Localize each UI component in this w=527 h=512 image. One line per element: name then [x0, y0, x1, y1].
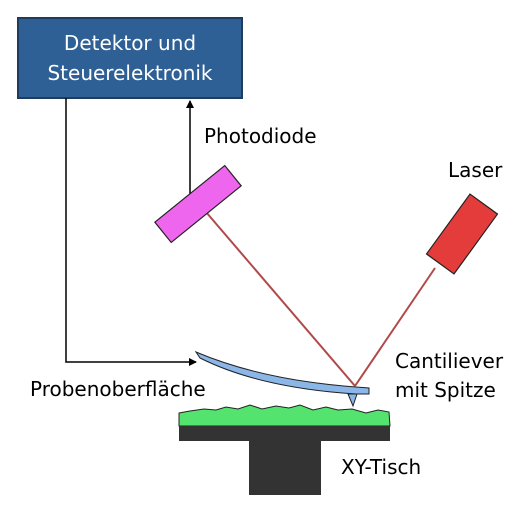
cantilever-label-line2: mit Spitze	[395, 378, 496, 402]
sample-surface-label: Probenoberfläche	[30, 377, 206, 401]
laser-beam-reflected	[199, 204, 356, 387]
feedback-signal-arrow	[65, 98, 197, 366]
stage-icon	[179, 426, 390, 495]
cantilever-label-line1: Cantiliever	[395, 349, 504, 373]
stage-label: XY-Tisch	[341, 455, 421, 479]
laser-icon	[425, 193, 499, 275]
photodiode-label: Photodiode	[204, 124, 317, 148]
controller-box-rect	[17, 17, 243, 99]
controller-label-line2: Steuerelektronik	[47, 61, 212, 85]
controller-label-line1: Detektor und	[64, 31, 196, 55]
laser-beam-incident	[354, 267, 436, 387]
controller-box: Detektor und Steuerelektronik	[17, 17, 243, 99]
photodiode-icon	[154, 164, 242, 244]
sample-surface-icon	[178, 404, 391, 427]
cantilever-icon	[194, 350, 370, 408]
laser-label: Laser	[448, 158, 503, 182]
